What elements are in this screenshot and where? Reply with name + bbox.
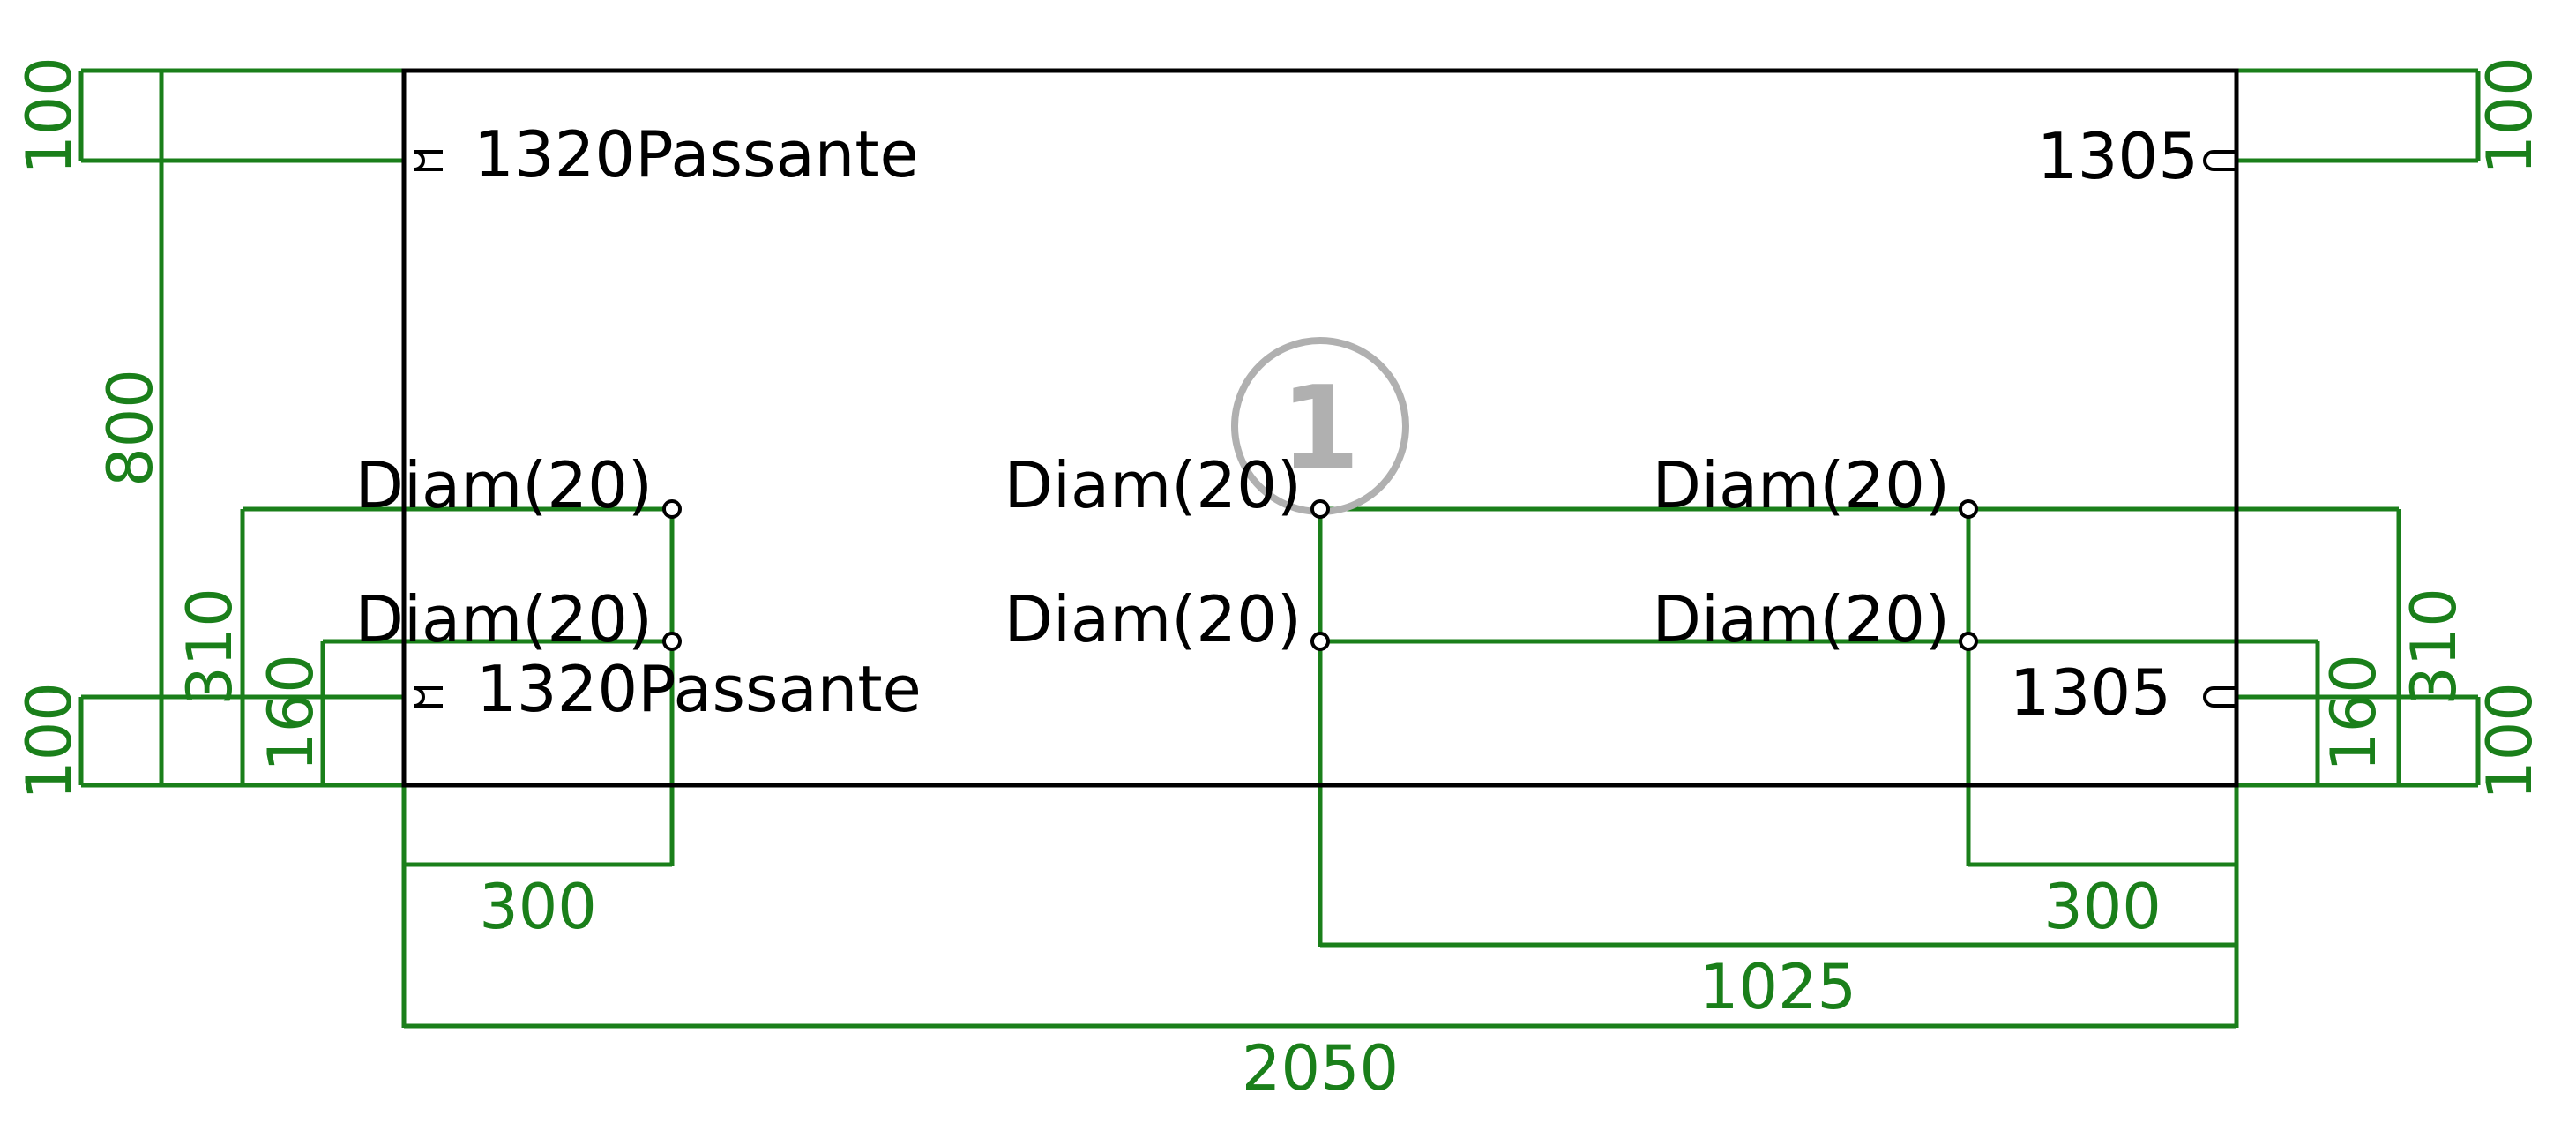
hook-bottom-right-icon (2203, 686, 2236, 708)
panel-outline (401, 68, 2239, 788)
label-hole-bottom-right: Diam(20) (1653, 582, 1951, 656)
hook-bottom-left-icon (414, 686, 443, 708)
hole-top-left (662, 499, 682, 519)
hole-bottom-center (1310, 632, 1330, 651)
dim-left-310: 310 (174, 588, 246, 706)
part-labels: 1320Passante 1305 1320Passante 1305 Diam… (355, 117, 2199, 730)
dim-right-160: 160 (2318, 654, 2390, 772)
hole-bottom-left (662, 632, 682, 651)
hook-top-right-icon (2203, 150, 2236, 171)
hole-top-right (1959, 499, 1978, 519)
edge-hooks (414, 150, 2236, 708)
label-top-left: 1320Passante (474, 117, 919, 191)
badge-label: 1 (1281, 361, 1360, 495)
dim-left-top-100: 100 (13, 56, 86, 175)
dim-right-bottom-100: 100 (2474, 682, 2546, 800)
label-bottom-right: 1305 (2010, 655, 2171, 730)
dim-bottom-2050: 2050 (1242, 1032, 1399, 1105)
dim-left-800: 800 (94, 369, 167, 487)
label-hole-top-right: Diam(20) (1653, 448, 1951, 522)
label-hole-top-left: Diam(20) (355, 448, 653, 522)
label-top-right: 1305 (2037, 119, 2199, 193)
dimension-values: 100 800 310 160 100 100 310 160 100 300 … (13, 56, 2546, 1105)
holes (662, 499, 1978, 651)
label-hole-bottom-center: Diam(20) (1004, 582, 1303, 656)
label-hole-bottom-left: Diam(20) (355, 582, 653, 656)
label-bottom-left: 1320Passante (476, 652, 922, 726)
dim-right-top-100: 100 (2474, 56, 2546, 175)
dim-left-bottom-100: 100 (13, 682, 86, 800)
hole-bottom-right (1959, 632, 1978, 651)
label-hole-top-center: Diam(20) (1004, 448, 1303, 522)
dimension-lines (78, 68, 2481, 1029)
hole-top-center (1310, 499, 1330, 519)
dim-bottom-1025: 1025 (1699, 951, 1856, 1023)
dim-right-310: 310 (2398, 588, 2470, 706)
dim-left-160: 160 (255, 654, 327, 772)
dim-bottom-300-left: 300 (479, 871, 597, 943)
part-number-badge: 1 (1231, 337, 1409, 515)
dim-bottom-300-right: 300 (2043, 871, 2162, 943)
hook-top-left-icon (414, 150, 443, 171)
